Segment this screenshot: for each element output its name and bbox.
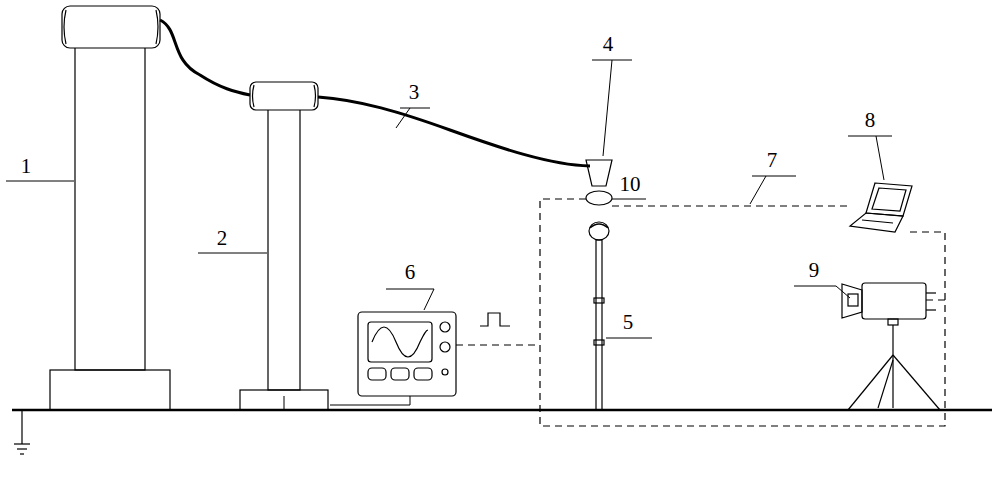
callout-number: 9 — [809, 260, 820, 281]
signal-cable — [456, 199, 945, 426]
callout-number: 4 — [603, 34, 614, 55]
scope-ground-wire — [330, 396, 410, 405]
high-speed-camera — [842, 283, 940, 410]
voltage-divider — [240, 82, 328, 410]
callout-number: 10 — [620, 174, 641, 195]
callout-number: 7 — [767, 150, 778, 171]
laptop — [850, 183, 912, 232]
callout-number: 2 — [217, 228, 228, 249]
leader-lines — [6, 60, 892, 338]
earth-symbol — [14, 410, 30, 454]
callout-number: 6 — [405, 262, 416, 283]
sensor-ring — [586, 191, 612, 205]
electrode — [586, 160, 612, 186]
pulse-symbol — [480, 313, 510, 326]
voltage-generator — [50, 6, 170, 410]
callout-number: 3 — [409, 82, 420, 103]
callout-number: 1 — [21, 156, 32, 177]
divider-lead — [284, 396, 285, 410]
oscilloscope — [358, 312, 456, 396]
callout-number: 5 — [623, 312, 634, 333]
high-voltage-lead — [160, 20, 590, 166]
callout-number: 8 — [865, 110, 876, 131]
insulating-rod — [589, 222, 609, 410]
